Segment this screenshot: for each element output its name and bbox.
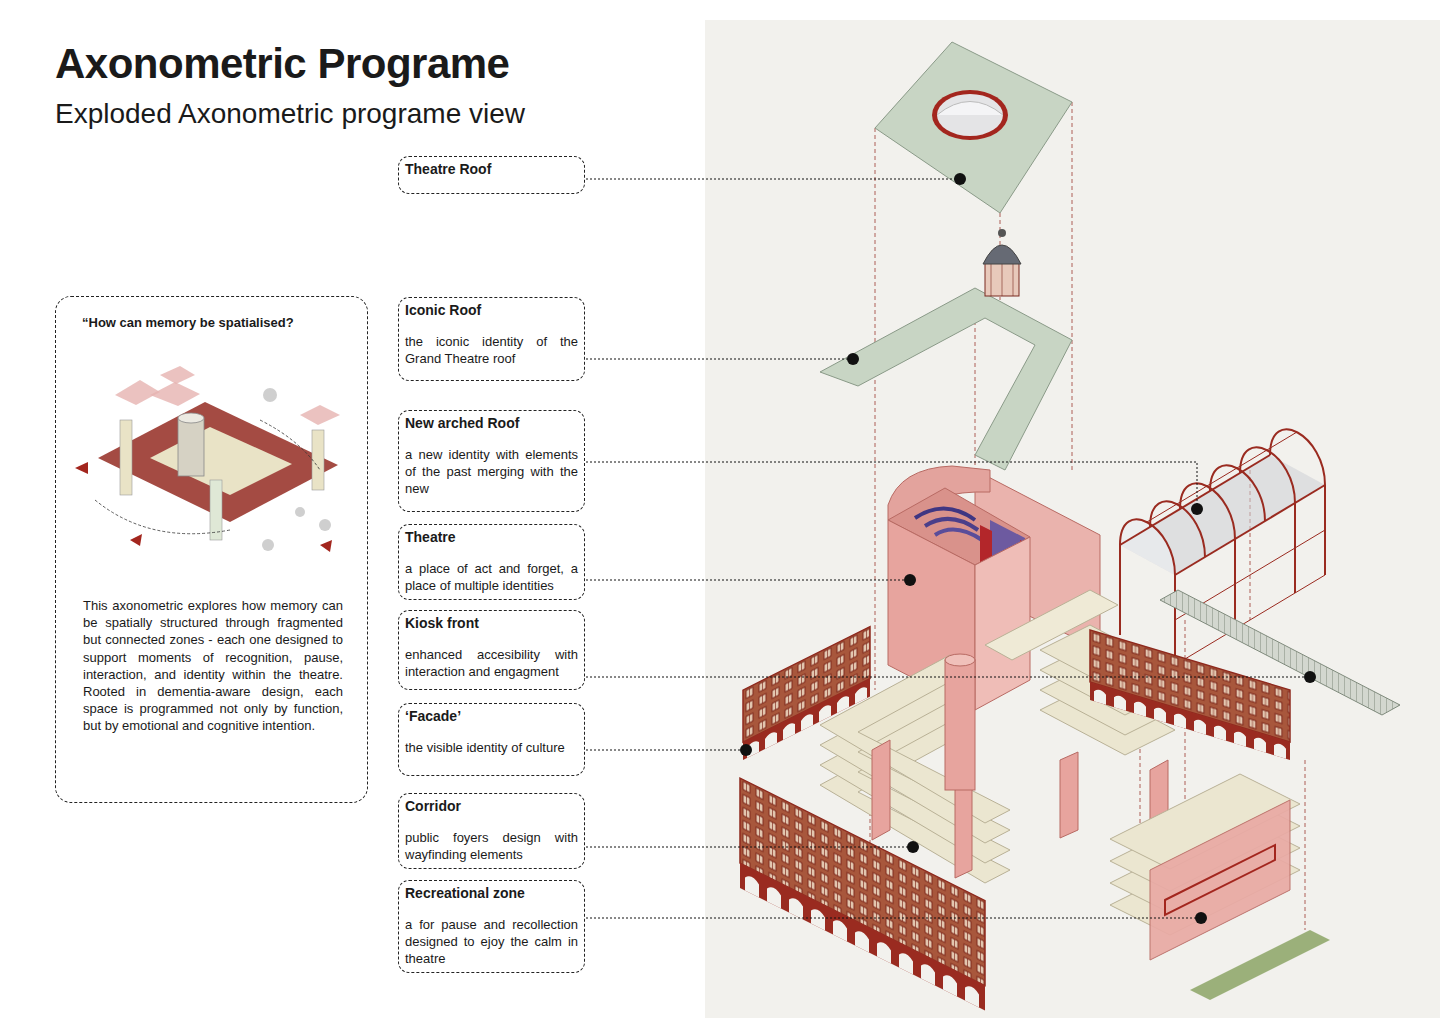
callout-body: the iconic identity of the Grand Theatre… xyxy=(405,333,578,367)
callout-box: Iconic Roof the iconic identity of the Gr… xyxy=(398,297,585,381)
facade-lower-left xyxy=(740,778,985,1011)
leader-dots xyxy=(740,173,1316,924)
callout-heading: Corridor xyxy=(405,798,578,815)
callout-heading: Theatre Roof xyxy=(405,161,578,178)
callout-body: a new identity with elements of the past… xyxy=(405,446,578,497)
callout-box: New arched Roof a new identity with eleme… xyxy=(398,410,585,512)
mini-axonometric xyxy=(75,366,340,552)
facade-upper-right xyxy=(1090,630,1290,760)
callout-body: the visible identity of culture xyxy=(405,739,578,756)
callout-heading: Iconic Roof xyxy=(405,302,578,319)
question-body: This axonometric explores how memory can… xyxy=(83,597,343,735)
callout-body: a for pause and recollection designed to… xyxy=(405,916,578,967)
callout-body: enhanced accesibility with interaction a… xyxy=(405,646,578,680)
callout-box: Kiosk front enhanced accesibility with in… xyxy=(398,610,585,690)
callout-box: Theatre a place of act and forget, a plac… xyxy=(398,524,585,600)
diagram-subtitle: Exploded Axonometric programe view xyxy=(55,98,525,130)
callout-body: public foyers design with wayfinding ele… xyxy=(405,829,578,863)
callout-body: a place of act and forget, a place of mu… xyxy=(405,560,578,594)
theatre-roof-plate xyxy=(875,42,1072,213)
callout-heading: Recreational zone xyxy=(405,885,578,902)
callout-heading: Kiosk front xyxy=(405,615,578,632)
callout-box: Recreational zone a for pause and recolle… xyxy=(398,880,585,973)
callout-box: Corridor public foyers design with wayfin… xyxy=(398,793,585,869)
callout-box: ‘Facade’ the visible identity of culture xyxy=(398,703,585,776)
recreational-block xyxy=(1110,774,1330,1000)
callout-box: Theatre Roof xyxy=(398,156,585,194)
question-heading: “How can memory be spatialised? xyxy=(82,314,347,331)
facade-upper-left xyxy=(743,627,870,761)
iconic-roof-plate xyxy=(820,229,1072,470)
callout-heading: ‘Facade’ xyxy=(405,708,578,725)
paper-ground xyxy=(705,20,1440,1018)
diagram-title: Axonometric Programe xyxy=(55,40,509,88)
callout-heading: New arched Roof xyxy=(405,415,578,432)
callout-heading: Theatre xyxy=(405,529,578,546)
leader-lines xyxy=(586,179,1305,918)
question-panel: “How can memory be spatialised? This axon… xyxy=(55,296,368,803)
